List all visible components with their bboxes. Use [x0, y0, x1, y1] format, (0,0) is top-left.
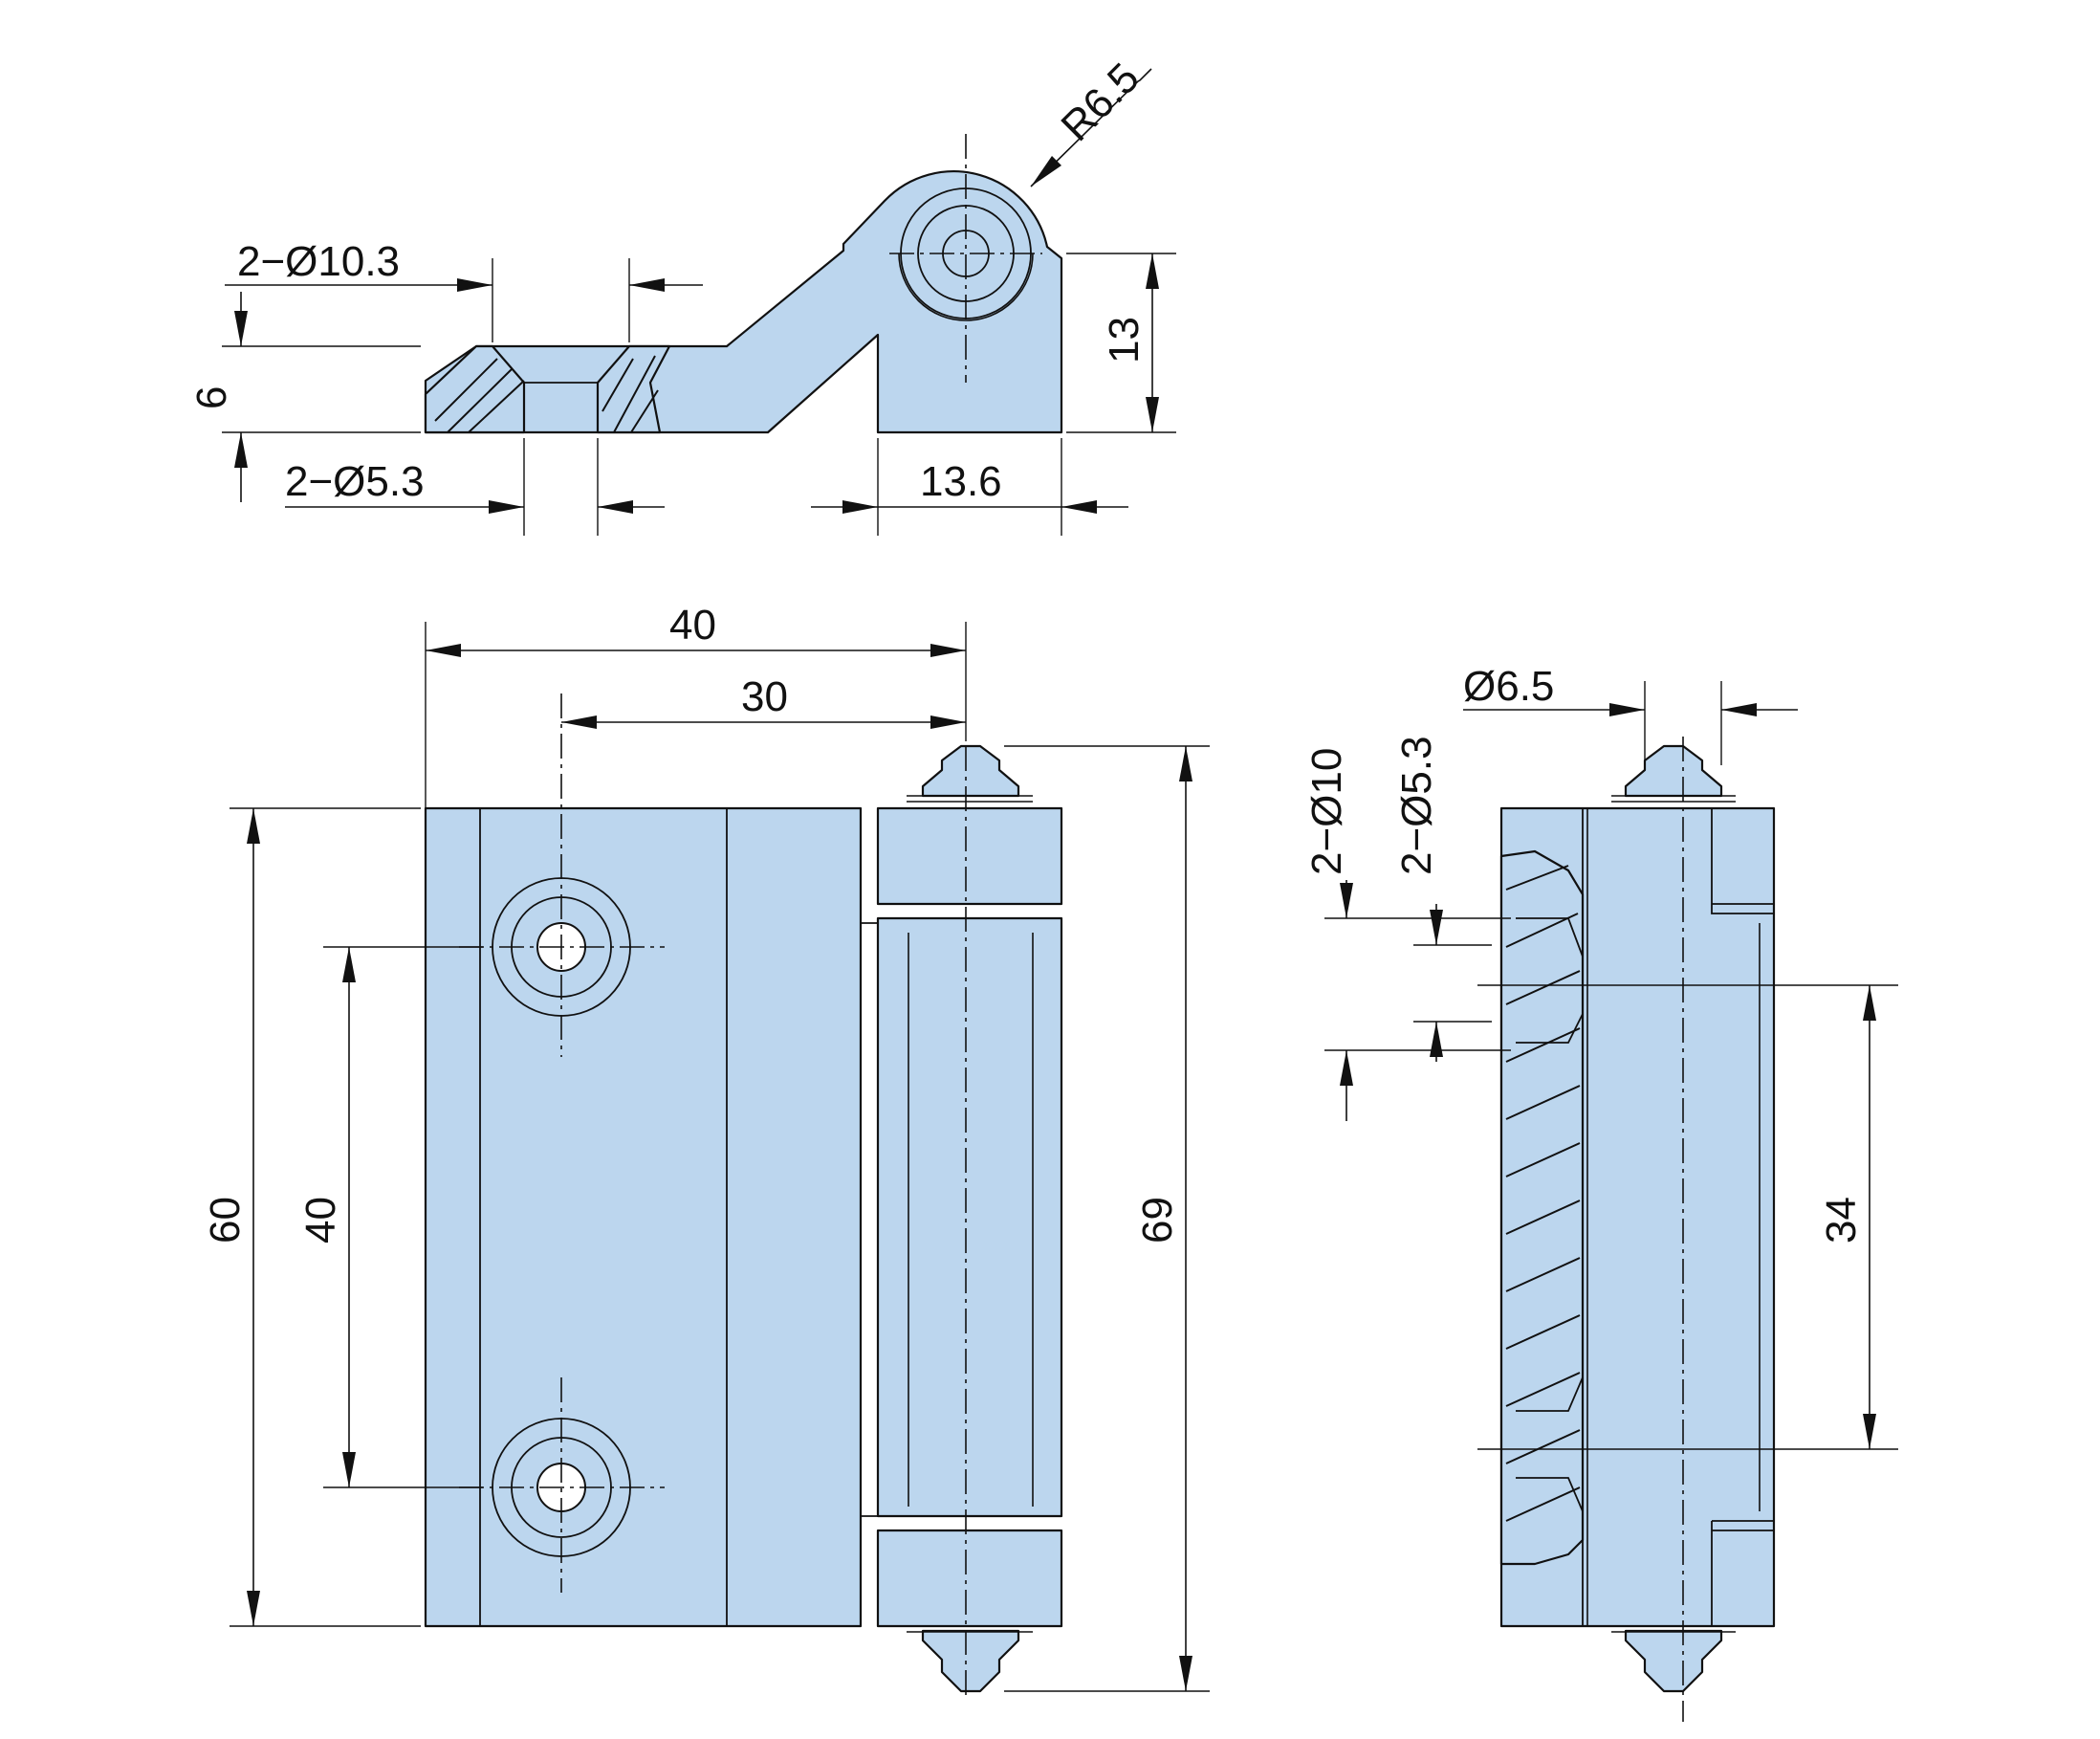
- edge-pin-cap-bottom: [1624, 1629, 1723, 1693]
- dim-hole-to-axis-label: 30: [741, 673, 788, 720]
- dim-knuckle-height: 13: [1066, 253, 1176, 433]
- dim-pin-dia-label: Ø6.5: [1463, 663, 1554, 710]
- dim-hole-spacing-label: 40: [297, 1197, 344, 1244]
- front-view: 40 30 60 40: [202, 602, 1210, 1698]
- dim-overall-height-label: 69: [1134, 1197, 1181, 1244]
- front-knuckle-top: [876, 806, 1063, 906]
- dim-through-hole-side: 2−Ø5.3: [285, 438, 665, 536]
- dim-knuckle-width: 13.6: [811, 438, 1128, 536]
- dim-through-hole-edge-label: 2−Ø5.3: [1393, 736, 1440, 875]
- front-knuckle-middle: [876, 916, 1063, 1518]
- side-section-view: 2−Ø10.3 6 2−Ø5.3 13.6: [188, 55, 1176, 536]
- dim-plate-height: 60: [202, 807, 421, 1627]
- dim-through-hole-edge: 2−Ø5.3: [1393, 736, 1492, 1062]
- front-pin-cap-top: [921, 744, 1020, 798]
- dim-pin-dia: Ø6.5: [1463, 663, 1798, 765]
- dim-hole-to-axis: 30: [561, 673, 966, 729]
- front-pin-cap-bottom: [921, 1629, 1020, 1693]
- dim-overall-width: 40: [425, 602, 967, 808]
- dim-plate-thickness-label: 6: [188, 386, 235, 409]
- edge-view: Ø6.5 2−Ø10 2−Ø5.3 34: [1303, 663, 1898, 1722]
- dim-countersink-dia-edge: 2−Ø10: [1303, 748, 1511, 1121]
- dim-countersink-dia-label: 2−Ø10.3: [237, 238, 400, 285]
- dim-knuckle-width-label: 13.6: [920, 458, 1002, 505]
- dim-knuckle-height-label: 13: [1101, 317, 1148, 363]
- dim-countersink-dia: 2−Ø10.3: [225, 238, 703, 342]
- front-leaf-plate: [424, 806, 863, 1628]
- dim-overall-height: 69: [1004, 745, 1210, 1692]
- dim-through-hole-side-label: 2−Ø5.3: [285, 458, 425, 505]
- dim-countersink-dia-edge-label: 2−Ø10: [1303, 748, 1350, 875]
- dim-knuckle-radius: R6.5: [1030, 55, 1152, 187]
- dim-inner-spacing: 34: [1477, 984, 1898, 1450]
- edge-pin-cap-top: [1624, 744, 1723, 798]
- edge-section-hatch: [1499, 849, 1585, 1566]
- countersink-section-right: [596, 344, 671, 434]
- dim-hole-spacing: 40: [297, 946, 483, 1488]
- dim-plate-height-label: 60: [202, 1197, 249, 1244]
- dim-overall-width-label: 40: [669, 602, 716, 649]
- dim-inner-spacing-label: 34: [1818, 1197, 1865, 1244]
- dim-knuckle-radius-label: R6.5: [1052, 55, 1148, 150]
- dim-plate-thickness: 6: [188, 292, 421, 502]
- front-knuckle-bottom: [876, 1529, 1063, 1628]
- side-through-hole: [523, 382, 599, 432]
